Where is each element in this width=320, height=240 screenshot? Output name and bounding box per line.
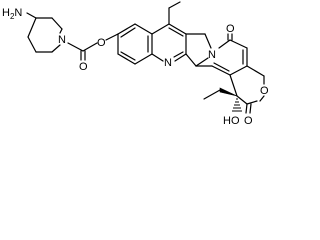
bond-lactone-co-b	[249, 103, 252, 114]
bond-pip-7	[27, 17, 37, 38]
bond-pip-3	[59, 28, 63, 34]
pyridone-n-label: N	[208, 49, 216, 61]
bond-ethyl-3	[203, 89, 221, 100]
ester-o-label: O	[97, 37, 106, 49]
bond-pip-4	[51, 44, 61, 53]
bond-n-carbamate	[67, 42, 84, 52]
hydroxyl-label: HO	[223, 115, 240, 127]
lactone-carbonyl-o-label: O	[244, 115, 253, 127]
bond-pip-2	[51, 17, 63, 30]
bond-carbamate-ester	[82, 42, 98, 52]
bond-pip-6	[27, 36, 37, 53]
bond-lines	[26, 1, 265, 114]
bond-lac-4	[236, 95, 248, 105]
chemical-structure-diagram: H2N N O O N N O O O HO	[0, 0, 278, 136]
piperidine-n-label: N	[58, 34, 66, 46]
bond-benz-1	[117, 23, 136, 35]
carbonyl-o-label: O	[79, 61, 88, 73]
stereo-hash	[232, 98, 242, 112]
bond-lac-3	[259, 95, 265, 102]
bond-lac-6	[246, 100, 258, 105]
lactone-ring-o-label: O	[260, 85, 269, 97]
molecule-canvas: H2N N O O N N O O O HO	[2, 1, 269, 127]
bond-benz-5	[117, 53, 136, 65]
bond-pyd-5	[211, 65, 231, 76]
bond-benz-4	[134, 53, 153, 65]
bond-ethyl-2	[168, 1, 181, 9]
bond-benz-5b	[120, 51, 136, 61]
bond-five-4	[185, 53, 197, 67]
bond-pyr-2	[168, 23, 187, 35]
atom-labels: H2N N O O N N O O O HO	[2, 7, 269, 127]
bond-pyr-2b	[168, 27, 184, 37]
bond-pyr-4b	[173, 51, 184, 58]
quinoline-n-label: N	[164, 57, 172, 69]
bond-benz-1b	[120, 27, 136, 38]
bond-lac-1	[246, 65, 265, 77]
bond-five-3	[195, 57, 209, 67]
bond-lac-5	[229, 74, 238, 97]
bond-pyd-5b	[213, 62, 230, 72]
bond-pyr-4	[174, 53, 187, 62]
bond-pyd-4	[229, 65, 248, 76]
bond-pyr-5	[151, 53, 164, 62]
bond-pyr-1	[151, 23, 170, 35]
bond-benz-2	[134, 23, 153, 35]
amine-label: H2N	[2, 7, 22, 21]
bond-amine	[26, 12, 37, 19]
bond-pyd-1	[218, 39, 231, 49]
bond-lactone-co-a	[245, 103, 248, 114]
bond-five-2	[204, 33, 212, 49]
bond-ester-aryl	[105, 33, 119, 41]
lactam-o-label: O	[226, 23, 235, 35]
stereo-wedge	[219, 87, 238, 97]
bond-pyd-2	[229, 39, 248, 49]
